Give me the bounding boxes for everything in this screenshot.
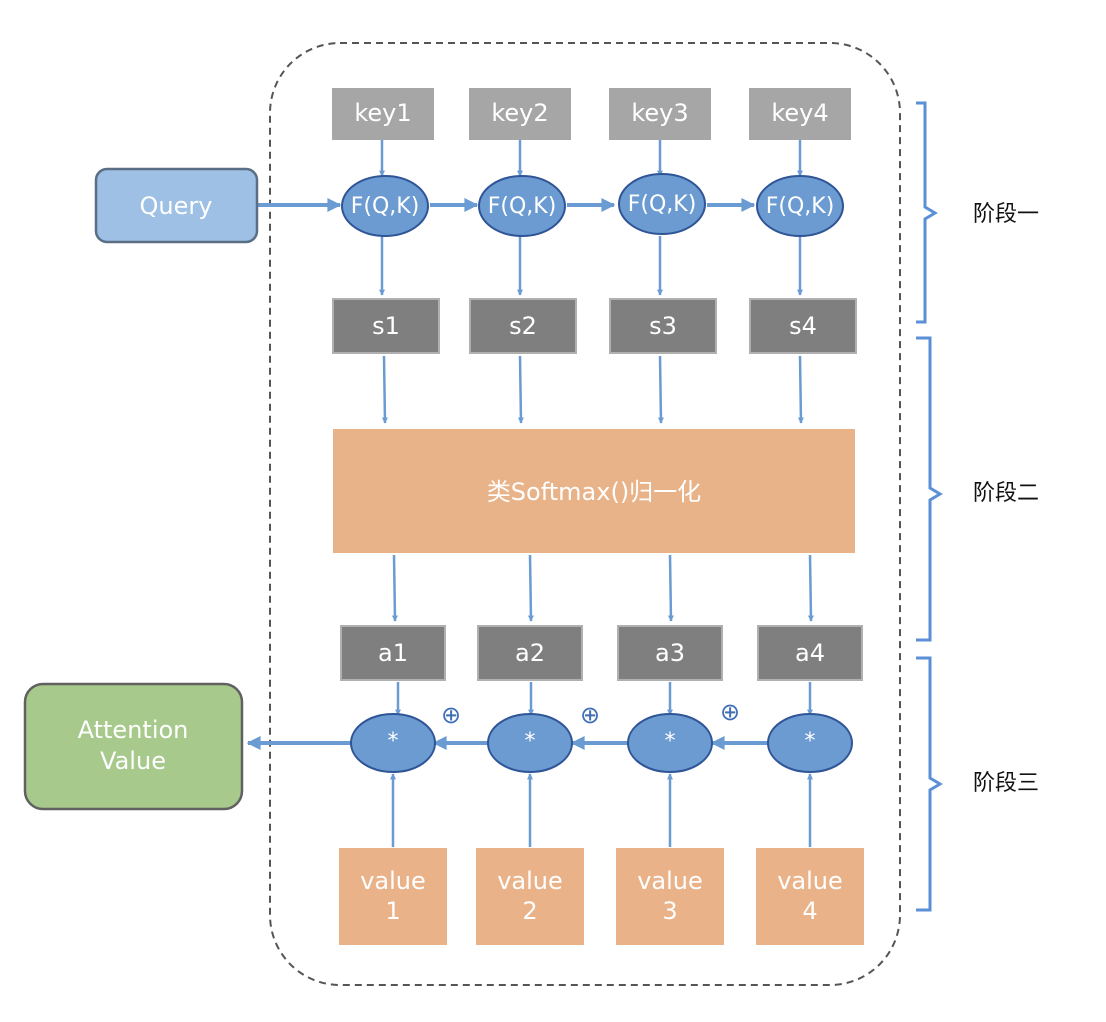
score-label-1: s1: [372, 312, 400, 340]
f-label-2: F(Q,K): [488, 194, 557, 219]
softmax-to-a-arrow-4: [807, 554, 814, 622]
weight-label-1: a1: [378, 639, 408, 667]
key-box-3: [609, 88, 711, 140]
mult-label-3: *: [665, 729, 676, 754]
stage-one-label: 阶段一: [973, 202, 1039, 227]
s-to-softmax-arrow-2: [517, 355, 524, 424]
plus-icon-2: ⊕: [580, 701, 600, 729]
f-ellipse-1: [341, 175, 429, 237]
stage-brackets: [916, 101, 943, 912]
stage-container: [269, 42, 901, 986]
attention-label-line2: Value: [100, 747, 166, 775]
value-label-2-line1: value: [497, 867, 563, 895]
key-box-2: [469, 88, 571, 140]
mult-label-4: *: [805, 729, 816, 754]
value-box-1: [339, 848, 447, 945]
mult-ellipse-4: [767, 713, 853, 773]
value-label-3-line1: value: [637, 867, 703, 895]
softmax-box: [333, 429, 855, 553]
softmax-to-a-arrow-1: [391, 554, 398, 622]
s-to-softmax-arrow-4: [797, 355, 804, 424]
query-label: Query: [140, 192, 213, 220]
f-ellipse-4: [756, 175, 844, 237]
key-label-3: key3: [631, 99, 688, 127]
mult-ellipse-3: [627, 713, 713, 773]
key-box-4: [749, 88, 851, 140]
attention-label-line1: Attention: [78, 716, 189, 744]
weight-box-3: [617, 625, 723, 681]
mult-ellipse-1: [350, 713, 436, 773]
score-box-1: [332, 298, 440, 354]
score-box-4: [749, 298, 857, 354]
stage-three-label: 阶段三: [973, 771, 1039, 796]
weight-label-3: a3: [655, 639, 685, 667]
s-to-softmax-arrow-3: [657, 355, 664, 424]
weight-box-1: [340, 625, 446, 681]
stage-one-bracket: [916, 101, 938, 324]
value-label-4-line2: 4: [802, 897, 817, 925]
value-label-2-line2: 2: [522, 897, 537, 925]
score-label-4: s4: [789, 312, 817, 340]
weight-box-4: [757, 625, 863, 681]
key-label-2: key2: [491, 99, 548, 127]
score-box-3: [609, 298, 717, 354]
f-label-3: F(Q,K): [628, 192, 697, 217]
key-box-1: [332, 88, 434, 140]
score-label-2: s2: [509, 312, 537, 340]
plus-icon-1: ⊕: [441, 701, 461, 729]
stage-two-label: 阶段二: [973, 481, 1039, 506]
weight-label-2: a2: [515, 639, 545, 667]
value-label-4-line1: value: [777, 867, 843, 895]
stage-two-bracket: [916, 336, 943, 642]
weight-label-4: a4: [795, 639, 825, 667]
stage-three-bracket: [916, 656, 943, 912]
arrows: [246, 140, 814, 847]
value-label-3-line2: 3: [662, 897, 677, 925]
value-box-4: [756, 848, 864, 945]
score-label-3: s3: [649, 312, 677, 340]
query-box: [94, 167, 259, 244]
key-label-1: key1: [354, 99, 411, 127]
value-box-3: [616, 848, 724, 945]
s-to-softmax-arrow-1: [381, 355, 388, 424]
mult-label-2: *: [525, 729, 536, 754]
f-label-4: F(Q,K): [766, 194, 835, 219]
plus-icon-3: ⊕: [720, 698, 740, 726]
softmax-label: 类Softmax()归一化: [487, 478, 701, 506]
mult-label-1: *: [388, 729, 399, 754]
softmax-to-a-arrow-3: [667, 554, 674, 622]
score-box-2: [469, 298, 577, 354]
value-label-1-line2: 1: [385, 897, 400, 925]
f-label-1: F(Q,K): [351, 194, 420, 219]
mult-ellipse-2: [487, 713, 573, 773]
softmax-to-a-arrow-2: [527, 554, 534, 622]
f-ellipse-3: [618, 173, 706, 235]
f-ellipse-2: [478, 175, 566, 237]
value-box-2: [476, 848, 584, 945]
attention-value-box: [23, 682, 244, 811]
weight-box-2: [477, 625, 583, 681]
value-label-1-line1: value: [360, 867, 426, 895]
key-label-4: key4: [771, 99, 828, 127]
